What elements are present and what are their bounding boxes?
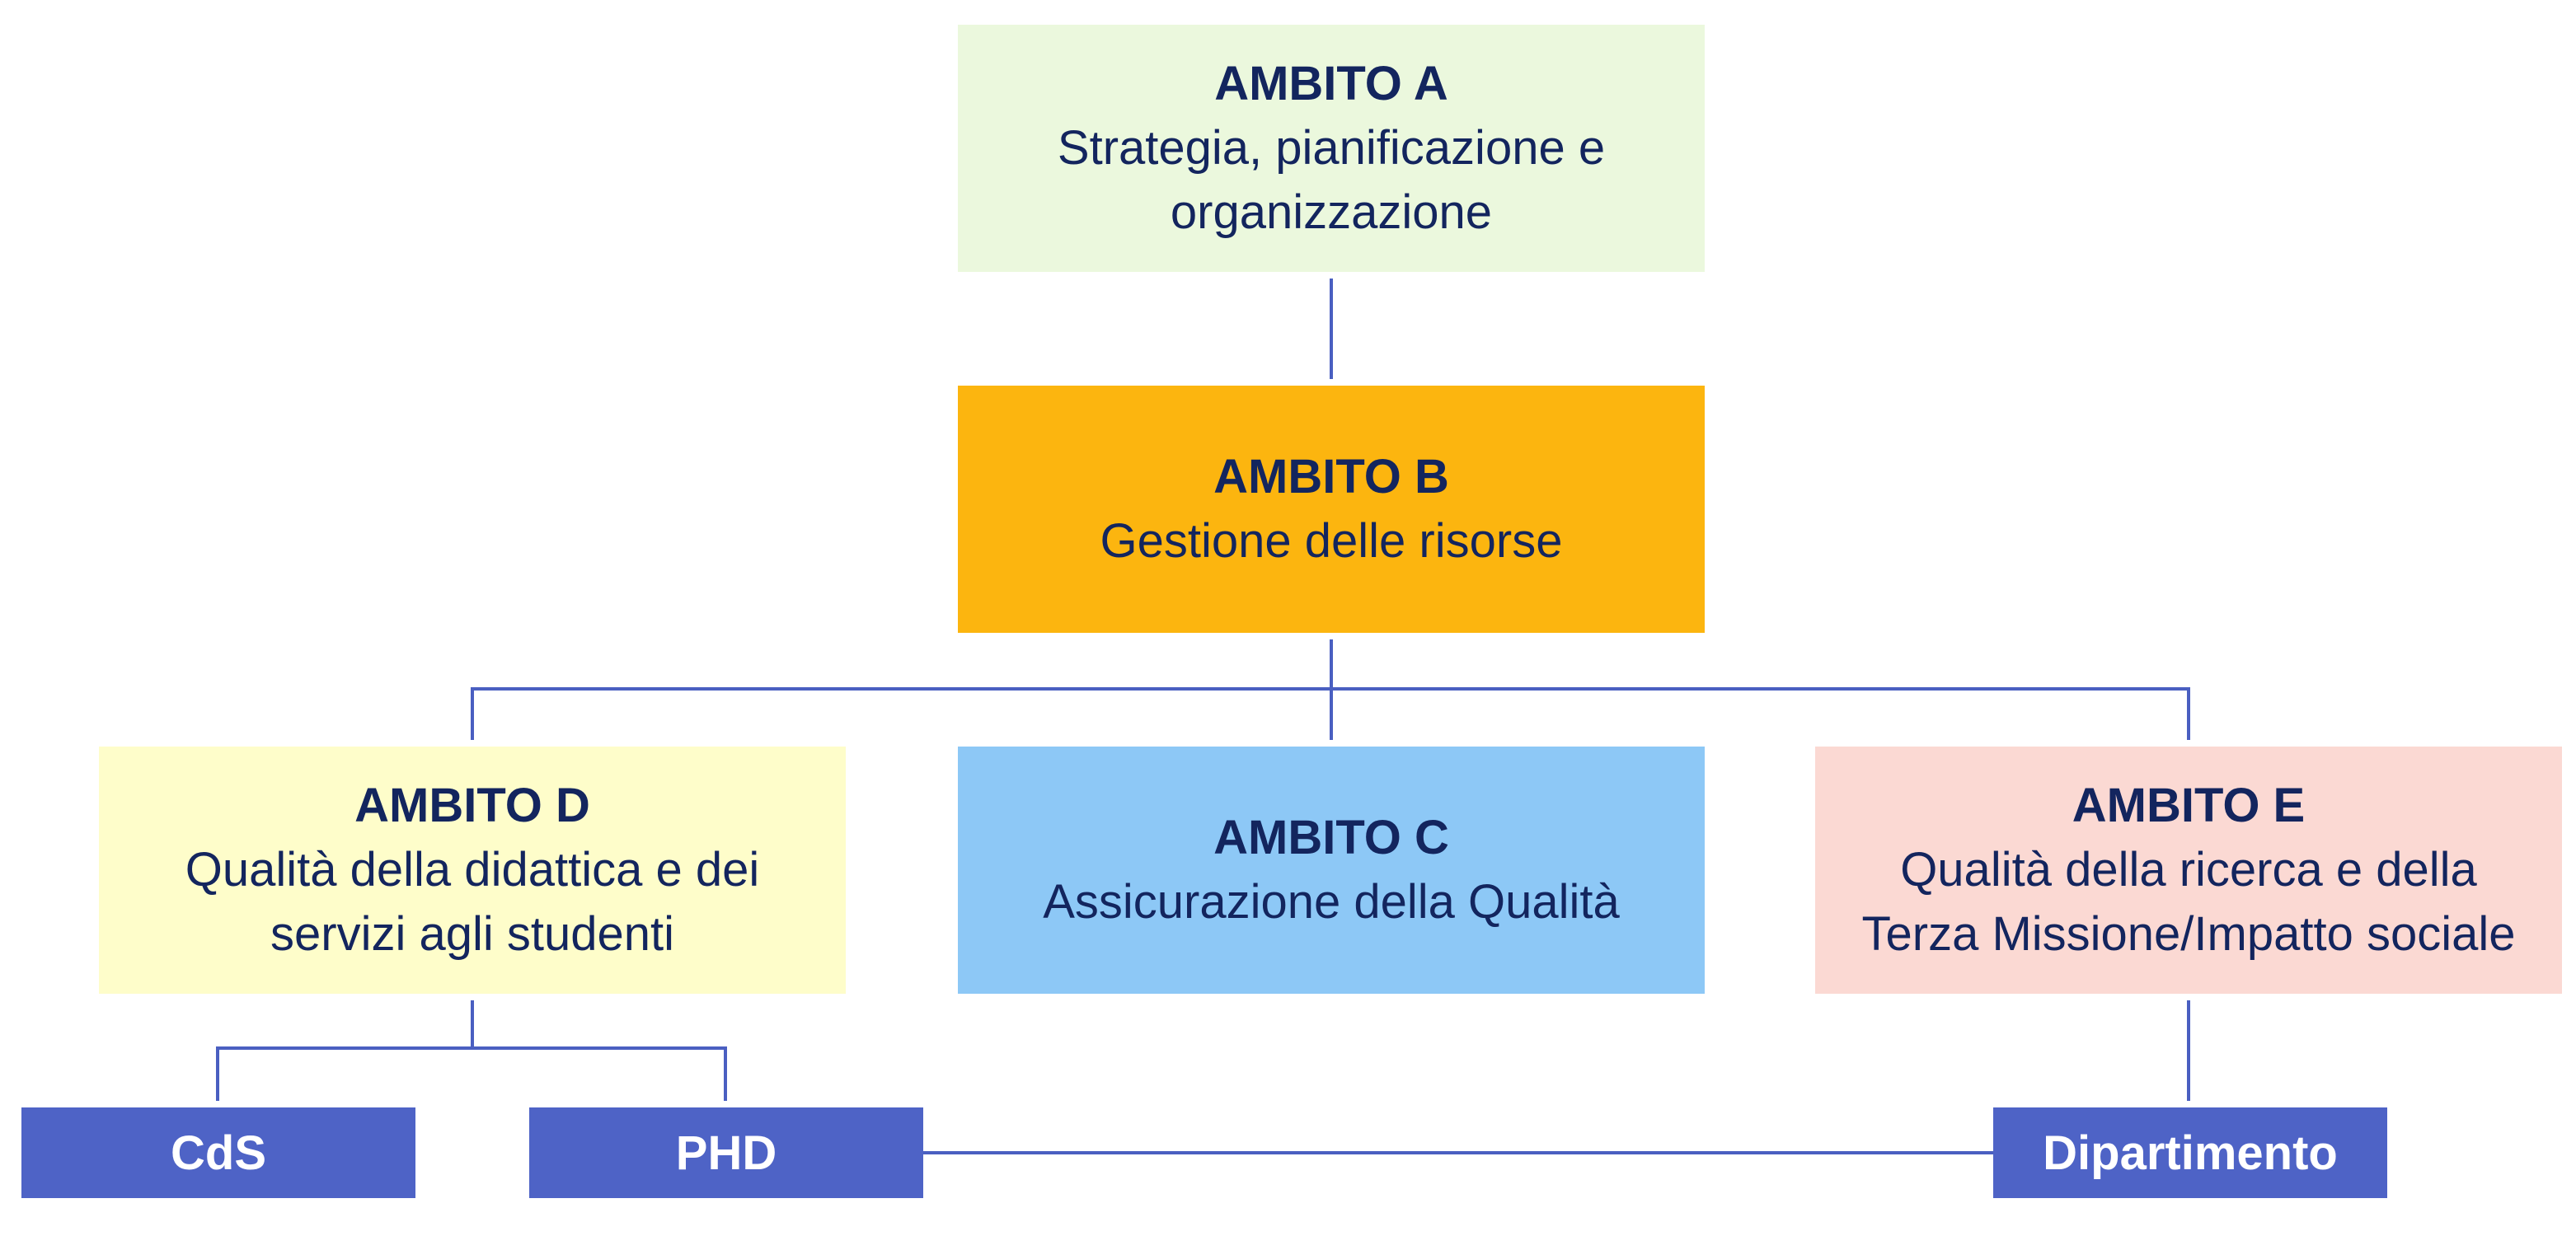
cds-box: CdS — [21, 1107, 415, 1198]
phd-label: PHD — [675, 1126, 777, 1180]
ambito-e-desc-line1: Qualità della ricerca e della — [1900, 843, 2477, 897]
cds-label: CdS — [171, 1126, 266, 1180]
ambito-e-desc-line2: Terza Missione/Impatto sociale — [1861, 907, 2516, 961]
ambito-d-desc-line1: Qualità della didattica e dei — [185, 843, 760, 897]
ambito-e-box: AMBITO E Qualità della ricerca e della T… — [1815, 747, 2562, 994]
ambito-c-box: AMBITO C Assicurazione della Qualità — [958, 747, 1705, 994]
ambito-d-desc-line2: servizi agli studenti — [270, 907, 674, 961]
ambito-e-title: AMBITO E — [2072, 779, 2306, 832]
ambito-b-desc-line1: Gestione delle risorse — [1100, 514, 1563, 568]
ambito-a-desc-line1: Strategia, pianificazione e — [1057, 121, 1606, 175]
connector-b-branch — [471, 687, 2190, 740]
ambito-d-title: AMBITO D — [354, 779, 590, 832]
ambito-b-box: AMBITO B Gestione delle risorse — [958, 386, 1705, 633]
ambito-c-desc-line1: Assicurazione della Qualità — [1043, 875, 1620, 929]
phd-box: PHD — [529, 1107, 923, 1198]
ambito-b-title: AMBITO B — [1213, 450, 1449, 503]
ambito-a-desc-line2: organizzazione — [1170, 185, 1493, 239]
ambito-c-title: AMBITO C — [1213, 811, 1449, 864]
connector-d-leaves — [216, 1046, 727, 1101]
ambito-a-title: AMBITO A — [1214, 57, 1448, 110]
dipartimento-label: Dipartimento — [2043, 1126, 2338, 1180]
dipartimento-box: Dipartimento — [1993, 1107, 2387, 1198]
ambito-a-box: AMBITO A Strategia, pianificazione e org… — [958, 25, 1705, 272]
ambito-d-box: AMBITO D Qualità della didattica e dei s… — [99, 747, 846, 994]
